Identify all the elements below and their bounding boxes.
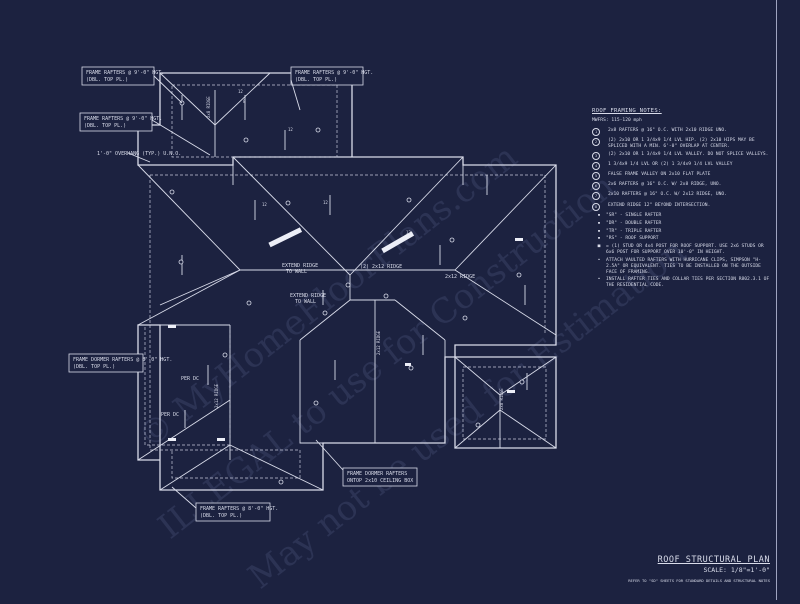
note-item-mark: 8 (592, 202, 600, 211)
callout-top-right: FRAME RAFTERS @ 9'-0" HGT. (295, 70, 373, 76)
title-block: ROOF STRUCTURAL PLAN SCALE: 1/8"=1'-0" R… (600, 555, 770, 583)
ridge-label-1: (2) 2x12 RIDGE (360, 264, 402, 270)
note-item-2: 2 (2) 2x10 OR 1 3/4x9 1/4 LVL HIP. (2) 2x… (592, 137, 770, 149)
legend-item-text: "RS" - ROOF SUPPORT (606, 236, 659, 242)
legend-item-text: = (1) STUD OR 4x4 POST FOR ROOF SUPPORT.… (606, 244, 764, 256)
beam-label-1: 2x12 RIDGE (214, 383, 219, 408)
legend-item-7: • INSTALL RAFTER TIES AND COLLAR TIES PER… (592, 277, 770, 288)
ridge-label-2: 2x12 RIDGE (445, 274, 475, 280)
note-item-mark: 1 (592, 127, 600, 136)
legend-item-mark: ▪ (597, 220, 601, 226)
pitch-run-5: 12 (288, 127, 293, 132)
legend-item-mark: • (597, 277, 601, 283)
legend-item-6: • ATTACH VAULTED RAFTERS WITH HURRICANE C… (592, 258, 770, 275)
sheet-border (776, 0, 777, 600)
to-wall-label-1: TO WALL (286, 269, 307, 275)
note-item-1: 1 2x8 RAFTERS @ 16" O.C. WITH 2x10 RIDGE … (592, 127, 770, 136)
pitch-run-3: 12 (323, 200, 328, 205)
legend-item-text: INSTALL RAFTER TIES AND COLLAR TIES PER … (606, 277, 770, 289)
note-item-7: 7 2x10 RAFTERS @ 16" O.C. W/ 2x12 RIDGE, … (592, 192, 770, 201)
callout-dormer-bottom: FRAME DORMER RAFTERS (347, 471, 407, 477)
note-item-text: FALSE FRAME VALLEY ON 2x10 FLAT PLATE (608, 171, 711, 177)
extend-ridge-label-1: EXTEND RIDGE (282, 263, 318, 269)
svg-text:FRAME DORMER RAFTERS @ 8'-0" H: FRAME DORMER RAFTERS @ 8'-0" HGT. (DBL. … (73, 357, 175, 370)
roof-lines (137, 72, 557, 491)
svg-text:FRAME RAFTERS @ 8'-0" HGT.: FRAME RAFTERS @ 8'-0" HGT. (DBL. TOP PL.… (200, 506, 281, 519)
legend-item-text: "DR" - DOUBLE RAFTER (606, 220, 662, 226)
note-item-mark: 4 (592, 161, 600, 170)
plan-scale: SCALE: 1/8"=1'-0" (703, 566, 770, 574)
note-item-mark: 7 (592, 192, 600, 201)
note-item-text: 2x10 RAFTERS @ 16" O.C. W/ 2x12 RIDGE, U… (608, 192, 727, 198)
legend-item-4: ▪ "RS" - ROOF SUPPORT (592, 236, 770, 242)
beam-label-3: 2x8 RIDGE (499, 388, 504, 410)
note-item-text: 1 3/4x9 1/4 LVL OR (2) 1 3/4x9 1/4 LVL V… (608, 161, 733, 167)
note-item-text: EXTEND RIDGE 12" BEYOND INTERSECTION. (608, 202, 711, 208)
note-item-5: 5 FALSE FRAME VALLEY ON 2x10 FLAT PLATE (592, 171, 770, 180)
svg-text:FRAME DORMER RAFTERS ONTOP: FRAME DORMER RAFTERS ONTOP 2x10 CEILING … (347, 471, 413, 484)
extend-ridge-label-2: EXTEND RIDGE (290, 293, 326, 299)
plan-labels: EXTEND RIDGE TO WALL EXTEND RIDGE TO WAL… (161, 89, 504, 418)
note-item-6: 6 2x6 RAFTERS @ 16" O.C. W/ 2x8 RIDGE, UN… (592, 182, 770, 191)
note-item-text: (2) 2x10 OR 1 3/4x9 1/4 LVL HIP. (2) 2x1… (608, 137, 755, 149)
legend-item-mark: ▪ (597, 228, 601, 234)
reference-note: REFER TO "SD" SHEETS FOR STANDARD DETAIL… (628, 578, 770, 583)
legend-item-text: "TR" - TRIPLE RAFTER (606, 228, 662, 234)
callout-dormer-left: FRAME DORMER RAFTERS @ 8'-0" HGT. (73, 357, 172, 363)
beam-left (268, 227, 303, 248)
legend-item-mark: • (597, 258, 601, 264)
beam-right (381, 231, 415, 254)
legend-item-5: ■ = (1) STUD OR 4x4 POST FOR ROOF SUPPORT… (592, 244, 770, 255)
note-item-mark: 3 (592, 151, 600, 160)
legend-item-mark: ▪ (597, 236, 601, 242)
note-item-4: 4 1 3/4x9 1/4 LVL OR (2) 1 3/4x9 1/4 LVL … (592, 161, 770, 170)
note-item-mark: 6 (592, 182, 600, 191)
note-item-text: 2x8 RAFTERS @ 16" O.C. WITH 2x10 RIDGE U… (608, 127, 727, 133)
legend-item-3: ▪ "TR" - TRIPLE RAFTER (592, 229, 770, 235)
legend-list: ▪ "SR" - SINGLE RAFTER ▪ "DR" - DOUBLE RAFT… (592, 213, 770, 289)
legend-item-1: ▪ "SR" - SINGLE RAFTER (592, 213, 770, 219)
note-item-mark: 5 (592, 171, 600, 180)
note-item-3: 3 (2) 2x10 OR 1 3/4x9 1/4 LVL VALLEY. DO … (592, 151, 770, 160)
legend-item-mark: ■ (597, 244, 601, 250)
svg-text:FRAME RAFTERS @ 9'-0" HGT.: FRAME RAFTERS @ 9'-0" HGT. (DBL. TOP PL.… (86, 70, 167, 83)
beams (168, 227, 523, 441)
rafter-arrows (181, 95, 528, 428)
pitch-run-2: 12 (262, 202, 267, 207)
pitch-rise-1: 8 (243, 99, 246, 104)
note-item-8: 8 EXTEND RIDGE 12" BEYOND INTERSECTION. (592, 202, 770, 211)
legend-item-text: "SR" - SINGLE RAFTER (606, 212, 662, 218)
per-dc-label-1: PER DC (181, 376, 199, 382)
roof-framing-notes: ROOF FRAMING NOTES: MWFRS: 115-120 mph 1… (592, 108, 770, 291)
beam-label-4: 2x8 RIDGE (206, 96, 211, 118)
callout-bottom: FRAME RAFTERS @ 8'-0" HGT. (200, 506, 278, 512)
legend-item-mark: ▪ (597, 212, 601, 218)
note-item-mark: 2 (592, 137, 600, 146)
member-tags (169, 100, 525, 485)
per-dc-label-2: PER DC (161, 412, 179, 418)
callout-top-left: FRAME RAFTERS @ 9'-0" HGT. (86, 70, 164, 76)
to-wall-label-2: TO WALL (295, 299, 316, 305)
note-item-text: (2) 2x10 OR 1 3/4x9 1/4 LVL VALLEY. DO N… (608, 151, 769, 157)
svg-text:FRAME RAFTERS @ 9'-0" HGT.: FRAME RAFTERS @ 9'-0" HGT. (DBL. TOP PL.… (295, 70, 376, 83)
callout-overhang: 1'-0" OVERHANG (TYP.) U.N.O. (97, 151, 181, 157)
svg-text:FRAME RAFTERS @ 9'-0" HGT.: FRAME RAFTERS @ 9'-0" HGT. (DBL. TOP PL.… (84, 116, 165, 129)
pitch-run-1: 12 (238, 89, 243, 94)
legend-item-2: ▪ "DR" - DOUBLE RAFTER (592, 221, 770, 227)
callouts: FRAME RAFTERS @ 9'-0" HGT. (DBL. TOP PL.… (68, 66, 418, 522)
legend-item-text: ATTACH VAULTED RAFTERS WITH HURRICANE CL… (606, 258, 761, 275)
plan-title: ROOF STRUCTURAL PLAN (657, 555, 770, 565)
callout-left-mid: FRAME RAFTERS @ 9'-0" HGT. (84, 116, 162, 122)
pitch-run-4: 12 (406, 230, 411, 235)
notes-title: ROOF FRAMING NOTES: (592, 108, 662, 114)
notes-list: 1 2x8 RAFTERS @ 16" O.C. WITH 2x10 RIDGE … (592, 127, 770, 211)
wind-speed: MWFRS: 115-120 mph (592, 117, 642, 123)
note-item-text: 2x6 RAFTERS @ 16" O.C. W/ 2x8 RIDGE, UNO… (608, 182, 722, 188)
beam-label-2: 2x12 RIDGE (376, 330, 381, 355)
